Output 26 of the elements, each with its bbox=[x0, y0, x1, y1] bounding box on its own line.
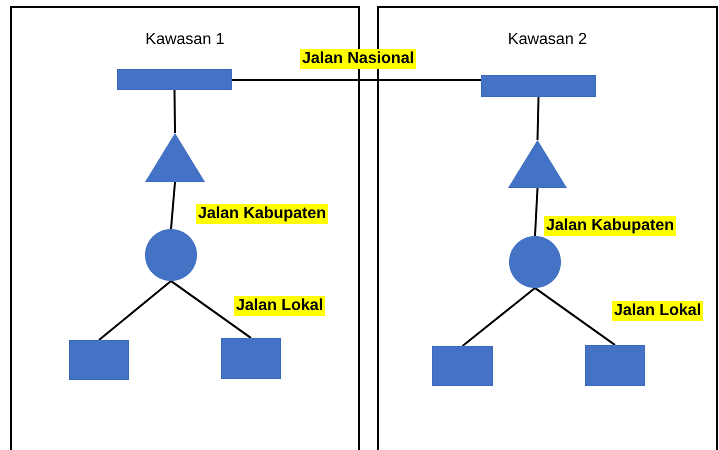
connector-line bbox=[174, 90, 176, 134]
edge-label: Jalan Nasional bbox=[300, 49, 416, 69]
bar-node bbox=[481, 75, 596, 97]
circle-node bbox=[509, 236, 561, 288]
connector-line bbox=[534, 188, 538, 236]
connector-line bbox=[170, 280, 252, 339]
region-title: Kawasan 2 bbox=[506, 30, 588, 50]
connector-line bbox=[536, 96, 540, 140]
edge-label: Jalan Lokal bbox=[612, 301, 704, 321]
region-title: Kawasan 1 bbox=[144, 30, 226, 50]
square-node bbox=[69, 340, 129, 380]
square-node bbox=[432, 346, 493, 386]
edge-label: Jalan Kabupaten bbox=[196, 204, 328, 224]
square-node bbox=[221, 338, 281, 379]
connector-line bbox=[170, 182, 176, 230]
square-node bbox=[585, 345, 645, 386]
edge-label: Jalan Kabupaten bbox=[544, 216, 676, 236]
connector-line bbox=[462, 287, 536, 347]
connector-line bbox=[534, 287, 616, 346]
triangle-shape bbox=[508, 140, 567, 188]
edge-label: Jalan Lokal bbox=[234, 296, 326, 316]
bar-node bbox=[117, 69, 232, 90]
circle-node bbox=[145, 229, 197, 281]
connector-line bbox=[98, 280, 172, 341]
connector-line bbox=[232, 79, 481, 81]
triangle-shape bbox=[145, 133, 205, 182]
